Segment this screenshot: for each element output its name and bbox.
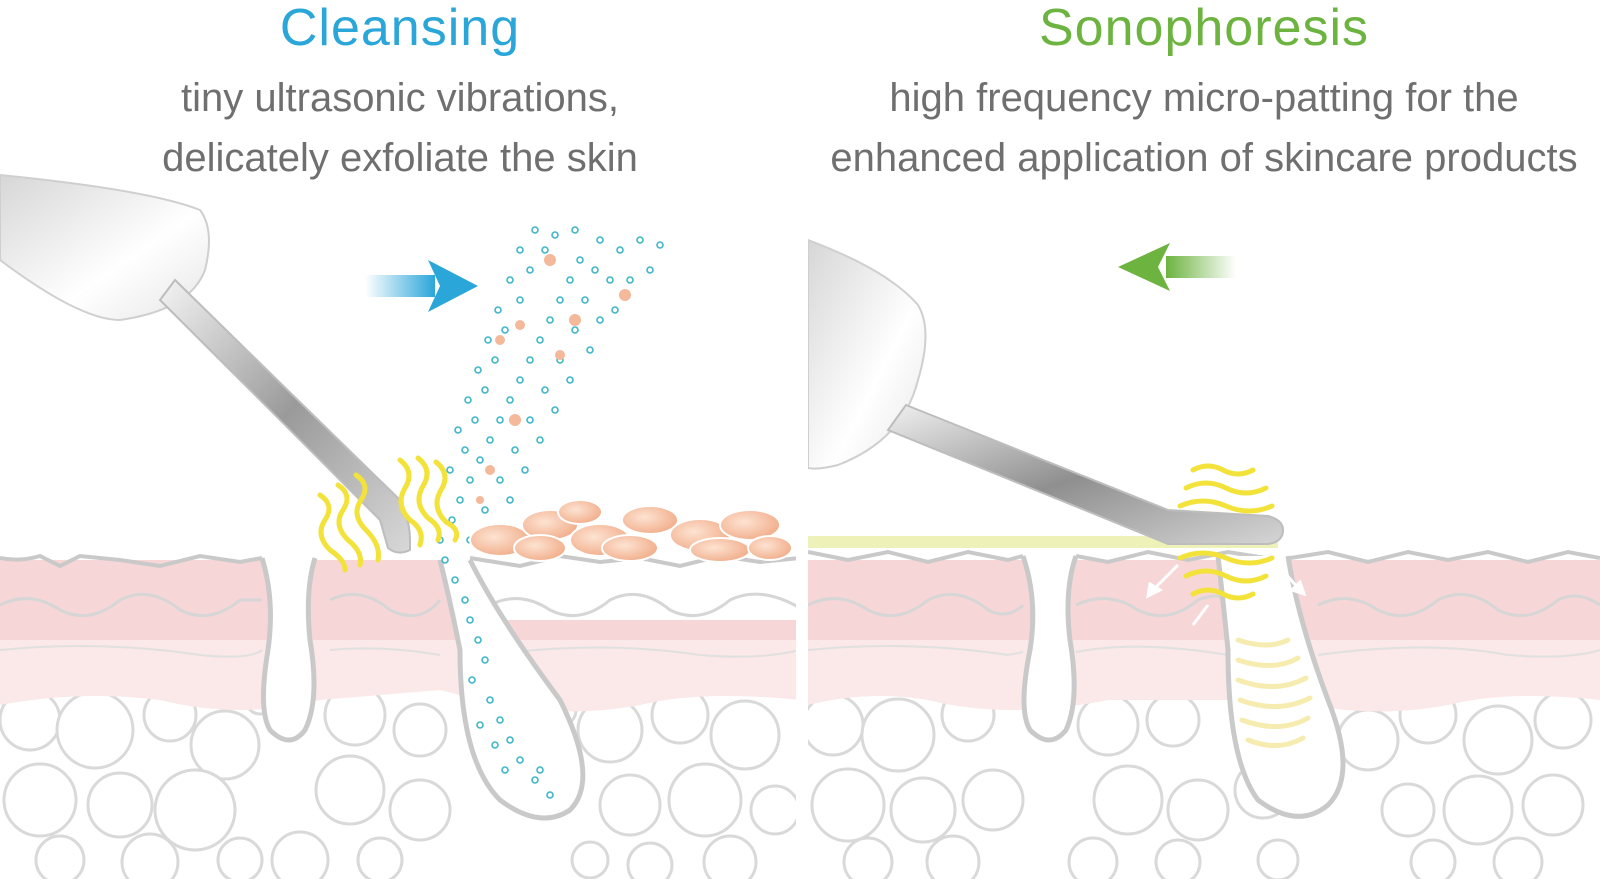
sonophoresis-description: high frequency micro-patting for the enh…: [808, 68, 1600, 188]
cleansing-description-line-1: tiny ultrasonic vibrations,: [181, 76, 619, 120]
fat-cell-layer: [0, 651, 800, 879]
skin-surface-line: [0, 553, 263, 569]
green-arrow-icon: [1118, 243, 1236, 291]
fat-cell-layer: [808, 684, 1593, 879]
epidermis-layer: [0, 560, 800, 640]
sonophoresis-description-line-1: high frequency micro-patting for the: [889, 76, 1519, 120]
sonophoresis-panel: Sonophoresis high frequency micro-pattin…: [808, 0, 1600, 879]
pore-left: [259, 557, 318, 743]
sonophoresis-illustration: [808, 238, 1600, 879]
sonophoresis-title: Sonophoresis: [1039, 0, 1369, 57]
cleansing-title: Cleansing: [279, 0, 521, 57]
vibration-wave-icon: [317, 455, 460, 573]
epidermis-layer: [808, 560, 1600, 640]
basal-wave-line: [808, 592, 1600, 618]
ultrasonic-spatula-icon: [0, 173, 411, 554]
dispersion-arrows: [1146, 563, 1307, 627]
absorption-waves: [1235, 637, 1313, 748]
cleansing-description: tiny ultrasonic vibrations, delicately e…: [0, 68, 800, 188]
dermis-line: [0, 645, 800, 658]
cleansing-description-line-2: delicately exfoliate the skin: [162, 136, 638, 180]
skin-surface-line: [808, 549, 1600, 565]
cleansing-illustration: [0, 173, 800, 879]
vibration-wave-icon: [1177, 463, 1275, 514]
removed-debris-pile: [469, 499, 793, 563]
dermis-layer: [808, 620, 1600, 712]
debris-particles: [476, 254, 631, 504]
blue-arrow-icon: [365, 260, 478, 312]
pore-right-open: [437, 558, 586, 821]
vibration-wave-below-icon: [1177, 550, 1275, 601]
panel-divider: [796, 230, 808, 879]
dermis-layer: [0, 620, 800, 712]
mist-particles: [436, 226, 664, 799]
basal-wave-line: [0, 592, 800, 618]
ultrasonic-spatula-icon: [808, 238, 1285, 545]
sonophoresis-description-line-2: enhanced application of skincare product…: [830, 136, 1578, 180]
pore-left: [1020, 555, 1079, 743]
dermis-line: [808, 645, 1600, 658]
cleansing-panel: Cleansing tiny ultrasonic vibrations, de…: [0, 0, 800, 879]
